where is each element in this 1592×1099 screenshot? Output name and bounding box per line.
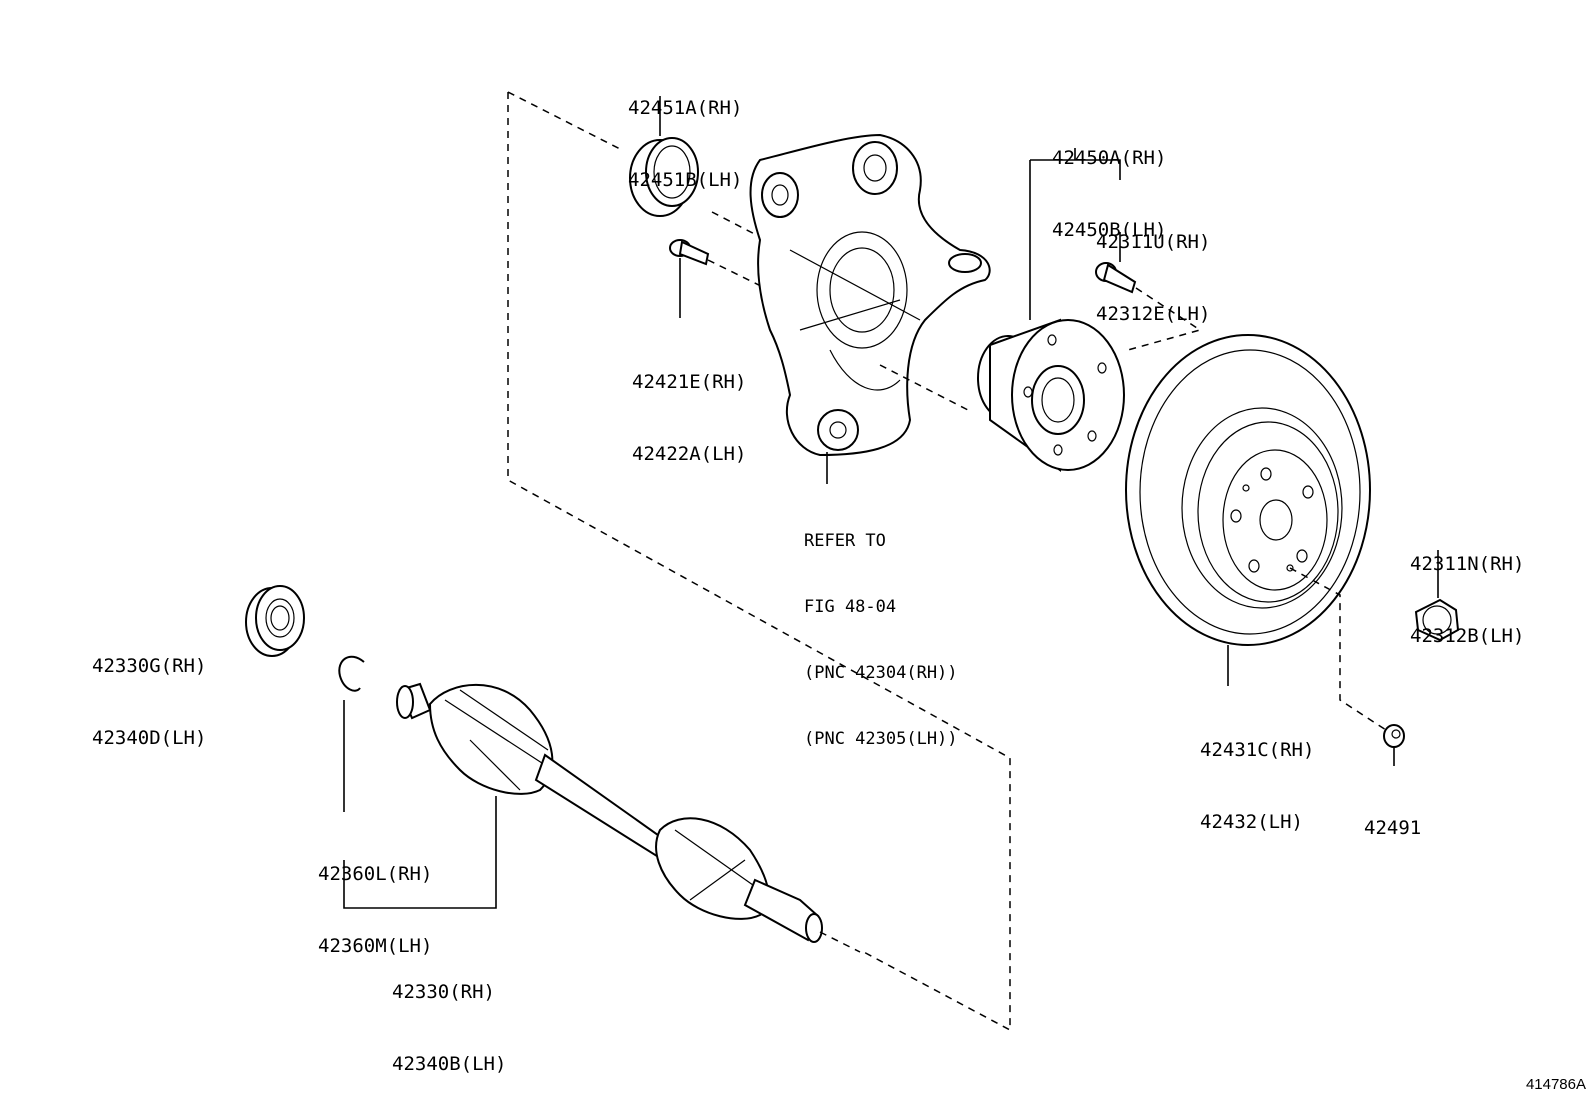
disc-rotor-part[interactable]	[1125, 334, 1371, 646]
callout-knuckle-bolt-lh: 42422A(LH)	[632, 443, 747, 465]
callout-snap-ring-rh: 42360L(RH)	[318, 863, 433, 885]
steering-knuckle-part[interactable]	[749, 133, 991, 457]
callout-hub-nut[interactable]: 42311N(RH) 42312B(LH)	[1410, 504, 1524, 696]
callout-oil-seal[interactable]: 42330G(RH) 42340D(LH)	[92, 606, 206, 798]
callout-bearing-cap-lh: 42451B(LH)	[628, 169, 743, 191]
callout-disc-rotor[interactable]: 42431C(RH) 42432(LH)	[1200, 690, 1314, 882]
rotor-screw-part[interactable]	[1383, 724, 1405, 748]
callout-oil-seal-rh: 42330G(RH)	[92, 655, 207, 677]
callout-hub-bolt-rh: 42311U(RH)	[1096, 231, 1211, 253]
callout-hub-bearing[interactable]: 42450A(RH) 42450B(LH)	[1052, 98, 1166, 290]
callout-knuckle-bolt-rh: 42421E(RH)	[632, 371, 747, 393]
knuckle-reference-note: REFER TO FIG 48-04 (PNC 42304(RH)) (PNC …	[804, 486, 958, 794]
callout-hub-bolt-lh: 42312E(LH)	[1096, 303, 1211, 325]
callout-bearing-cap[interactable]: 42451A(RH) 42451B(LH)	[628, 48, 742, 240]
callout-drive-shaft-lh: 42340B(LH)	[392, 1053, 507, 1075]
callout-hub-bolt[interactable]: 42311U(RH) 42312E(LH)	[1096, 182, 1210, 374]
callout-drive-shaft[interactable]: 42330(RH) 42340B(LH)	[392, 932, 506, 1099]
illustration-id: 414786A	[1525, 1076, 1586, 1093]
callout-disc-rotor-lh: 42432(LH)	[1200, 811, 1303, 833]
knuckle-bolt-part[interactable]	[669, 239, 710, 266]
hub-bolt-part[interactable]	[1095, 262, 1137, 294]
knuckle-ref-line3: (PNC 42304(RH))	[804, 663, 958, 683]
snap-ring-part[interactable]	[338, 655, 365, 692]
knuckle-ref-line2: FIG 48-04	[804, 597, 897, 617]
callout-rotor-screw[interactable]: 42491	[1364, 768, 1421, 888]
drive-shaft-part[interactable]	[396, 682, 823, 943]
callout-rotor-screw-num: 42491	[1364, 817, 1422, 839]
callout-hub-bearing-rh: 42450A(RH)	[1052, 147, 1167, 169]
callout-bearing-cap-rh: 42451A(RH)	[628, 97, 743, 119]
knuckle-ref-line1: REFER TO	[804, 531, 886, 551]
callout-knuckle-bolt[interactable]: 42421E(RH) 42422A(LH)	[632, 322, 746, 514]
hub-bearing-part[interactable]	[977, 318, 1125, 472]
callout-hub-nut-rh: 42311N(RH)	[1410, 553, 1525, 575]
callout-oil-seal-lh: 42340D(LH)	[92, 727, 207, 749]
callout-hub-nut-lh: 42312B(LH)	[1410, 625, 1525, 647]
callout-disc-rotor-rh: 42431C(RH)	[1200, 739, 1315, 761]
oil-seal-part[interactable]	[245, 585, 305, 657]
bearing-cap-part[interactable]	[629, 137, 699, 217]
callout-snap-ring[interactable]: 42360L(RH) 42360M(LH)	[318, 814, 432, 1006]
hub-nut-part[interactable]	[1414, 598, 1460, 642]
callout-hub-bearing-lh: 42450B(LH)	[1052, 219, 1167, 241]
knuckle-ref-line4: (PNC 42305(LH))	[804, 729, 958, 749]
callout-drive-shaft-rh: 42330(RH)	[392, 981, 495, 1003]
callout-snap-ring-lh: 42360M(LH)	[318, 935, 433, 957]
